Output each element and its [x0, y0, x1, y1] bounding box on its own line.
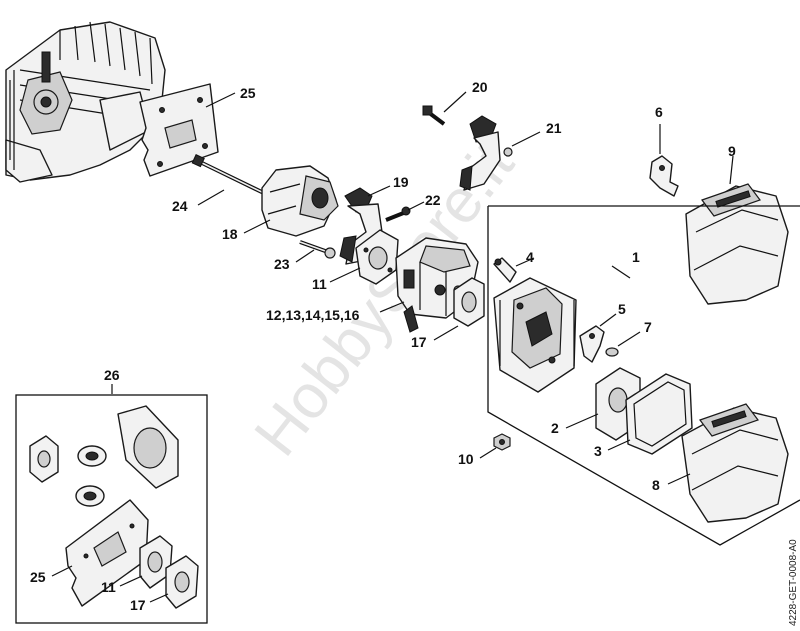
callout-24: 24 [172, 198, 188, 214]
kit-seal-ring-bottom [75, 485, 105, 507]
callout-25-box: 25 [30, 569, 46, 585]
filter-housing [493, 277, 577, 393]
callout-22: 22 [425, 192, 441, 208]
kit-cylinder-gasket [117, 405, 179, 489]
callout-8: 8 [652, 477, 660, 493]
bracket-19 [339, 187, 383, 265]
gasket-17 [453, 277, 485, 327]
drawing-code: 4228-GET-0008-A0 [788, 539, 799, 626]
screw-22 [385, 206, 411, 222]
bolt-24 [191, 154, 271, 198]
washer-7 [605, 347, 619, 357]
filter-cover-9 [685, 183, 789, 305]
clip-5 [579, 325, 605, 363]
kit-gasket-17 [165, 555, 199, 609]
callout-19: 19 [393, 174, 409, 190]
callout-4: 4 [526, 249, 534, 265]
callout-18: 18 [222, 226, 238, 242]
filter-pad-3 [625, 373, 693, 455]
intake-manifold-18 [261, 165, 339, 237]
screw-23 [299, 240, 336, 259]
callout-1: 1 [632, 249, 640, 265]
kit-gasket-small [29, 435, 59, 483]
lever-4 [493, 257, 517, 283]
callout-25-top: 25 [240, 85, 256, 101]
callout-6: 6 [655, 104, 663, 120]
kit-box-26 [15, 394, 208, 624]
callout-23: 23 [274, 256, 290, 272]
callout-5: 5 [618, 301, 626, 317]
kit-gasket-plate-25 [65, 499, 149, 607]
callout-10: 10 [458, 451, 474, 467]
nut-10 [493, 433, 511, 451]
callout-7: 7 [644, 319, 652, 335]
clip-6 [649, 155, 679, 197]
callout-21: 21 [546, 120, 562, 136]
bracket-21 [459, 115, 513, 191]
callout-17-mid: 17 [411, 334, 427, 350]
callout-12-16: 12,13,14,15,16 [266, 307, 360, 323]
callout-11-mid: 11 [312, 276, 327, 292]
kit-seal-ring-top [77, 445, 107, 467]
callout-3: 3 [594, 443, 602, 459]
callout-20: 20 [472, 79, 488, 95]
gasket-11 [355, 229, 399, 285]
callout-11-box: 11 [101, 579, 116, 595]
callout-17-box: 17 [130, 597, 146, 613]
callout-2: 2 [551, 420, 559, 436]
callout-9: 9 [728, 143, 736, 159]
callout-26: 26 [104, 367, 120, 383]
gasket-plate-25 [139, 83, 219, 177]
filter-cover-8 [681, 403, 789, 523]
screw-20 [422, 105, 446, 126]
assembly-frame-1 [487, 205, 800, 546]
